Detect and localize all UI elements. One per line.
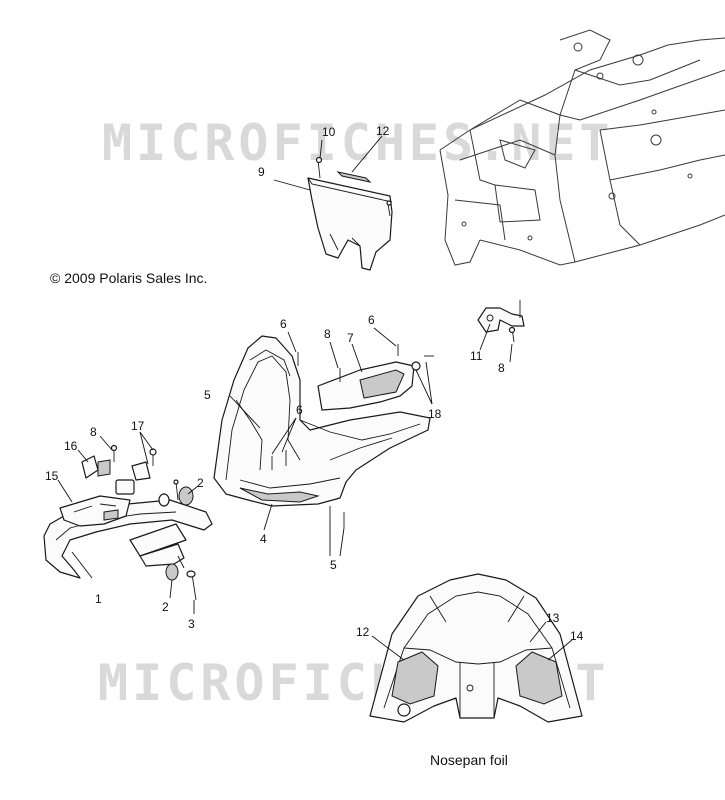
callout-15: 15: [45, 469, 59, 483]
callout-8-right: 8: [498, 361, 505, 375]
nosepan-4: [213, 335, 431, 528]
panel-9: [307, 156, 393, 271]
callout-10: 10: [322, 125, 336, 139]
clamp-17: [131, 448, 157, 481]
callout-18: 18: [428, 407, 442, 421]
callout-3: 3: [188, 617, 195, 631]
chassis-frame: [439, 29, 725, 266]
callout-2-upper: 2: [197, 476, 204, 490]
nosepan-foil-view: [369, 573, 583, 723]
callout-13: 13: [546, 611, 560, 625]
callout-12-top: 12: [376, 124, 390, 138]
bushing-2-lower: [165, 563, 179, 581]
callout-11: 11: [470, 349, 483, 363]
bolt-small: [173, 479, 179, 501]
bolt-8-left: [110, 444, 118, 462]
bolt-3: [186, 570, 197, 601]
callout-6-top: 6: [280, 317, 287, 331]
callout-6-right: 6: [368, 313, 375, 327]
callout-2-lower: 2: [162, 600, 169, 614]
callout-5-lower: 5: [330, 558, 337, 572]
callout-1: 1: [95, 592, 102, 606]
callout-7: 7: [347, 331, 354, 345]
watermark-top: MICROFICHES.NET: [102, 114, 614, 172]
callout-17: 17: [131, 419, 145, 433]
bushing-2-upper: [158, 486, 194, 507]
bracket-11: [477, 300, 525, 343]
copyright-text: © 2009 Polaris Sales Inc.: [50, 270, 207, 286]
callout-6-mid: 6: [296, 403, 303, 417]
callout-16: 16: [64, 439, 78, 453]
shield-7: [317, 344, 434, 411]
callout-labels: 1 2 2 3 4 5 5 6 6 6 7 8 8 8 9 10 11 12 1…: [45, 124, 584, 643]
caption-nosepan-foil: Nosepan foil: [430, 752, 508, 768]
callout-5-upper: 5: [204, 388, 211, 402]
callout-12-bottom: 12: [356, 625, 370, 639]
callout-14: 14: [570, 629, 584, 643]
callout-9: 9: [258, 165, 265, 179]
leader-lines: [57, 135, 573, 661]
clamp-16: [81, 455, 111, 479]
bracket-15: [59, 479, 135, 527]
callout-8-center: 8: [324, 327, 331, 341]
callout-8-left: 8: [90, 425, 97, 439]
callout-4: 4: [260, 532, 267, 546]
